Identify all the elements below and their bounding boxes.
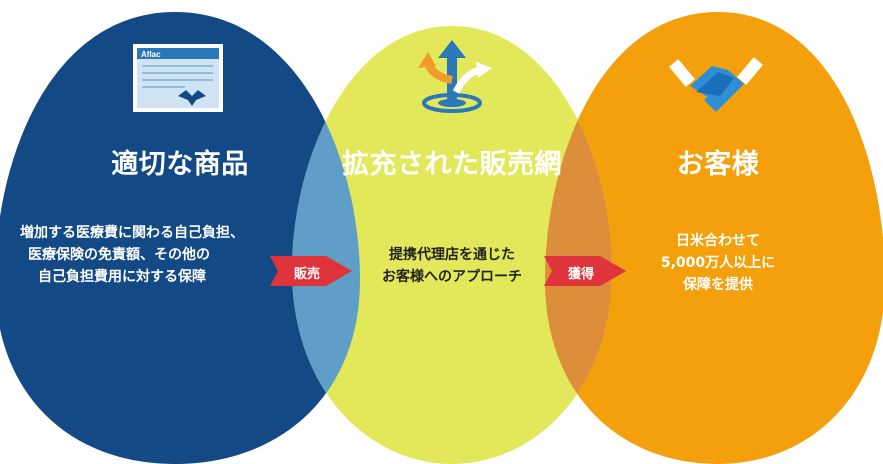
panel-body-network: 提携代理店を通じた お客様へのアプローチ	[352, 244, 552, 288]
customers-line-2: 5,000万人以上に	[660, 255, 776, 271]
panel-title-network: 拡充された販売網	[342, 149, 562, 180]
right-egg-shape	[545, 12, 883, 464]
aflac-logo-text: Aflac	[141, 50, 161, 59]
products-line-2: 医療保険の免責額、その他の	[28, 247, 210, 263]
panel-title-customers: お客様	[676, 149, 760, 180]
panel-body-customers: 日米合わせて 5,000万人以上に 保障を提供	[618, 230, 818, 296]
network-line-1: 提携代理店を通じた	[389, 247, 515, 263]
left-egg-shape	[0, 12, 360, 464]
panel-title-products: 適切な商品	[111, 149, 249, 180]
products-line-1: 増加する医療費に関わる自己負担、	[20, 225, 244, 241]
policy-document-icon: Aflac	[133, 44, 223, 112]
sales-arrow	[270, 256, 352, 286]
handshake-icon	[669, 57, 763, 112]
customers-line-3: 保障を提供	[683, 277, 753, 293]
acquire-arrow-label: 獲得	[567, 267, 594, 282]
panel-body-products: 増加する医療費に関わる自己負担、 医療保険の免責額、その他の 自己負担費用に対す…	[20, 222, 290, 288]
sales-arrow-label: 販売	[293, 267, 320, 282]
direction-arrows-icon	[418, 40, 492, 113]
acquire-arrow	[544, 256, 626, 286]
middle-egg-shape	[292, 26, 612, 464]
customers-line-1: 日米合わせて	[676, 233, 760, 249]
network-line-2: お客様へのアプローチ	[382, 269, 522, 285]
products-line-3: 自己負担費用に対する保障	[38, 269, 206, 285]
